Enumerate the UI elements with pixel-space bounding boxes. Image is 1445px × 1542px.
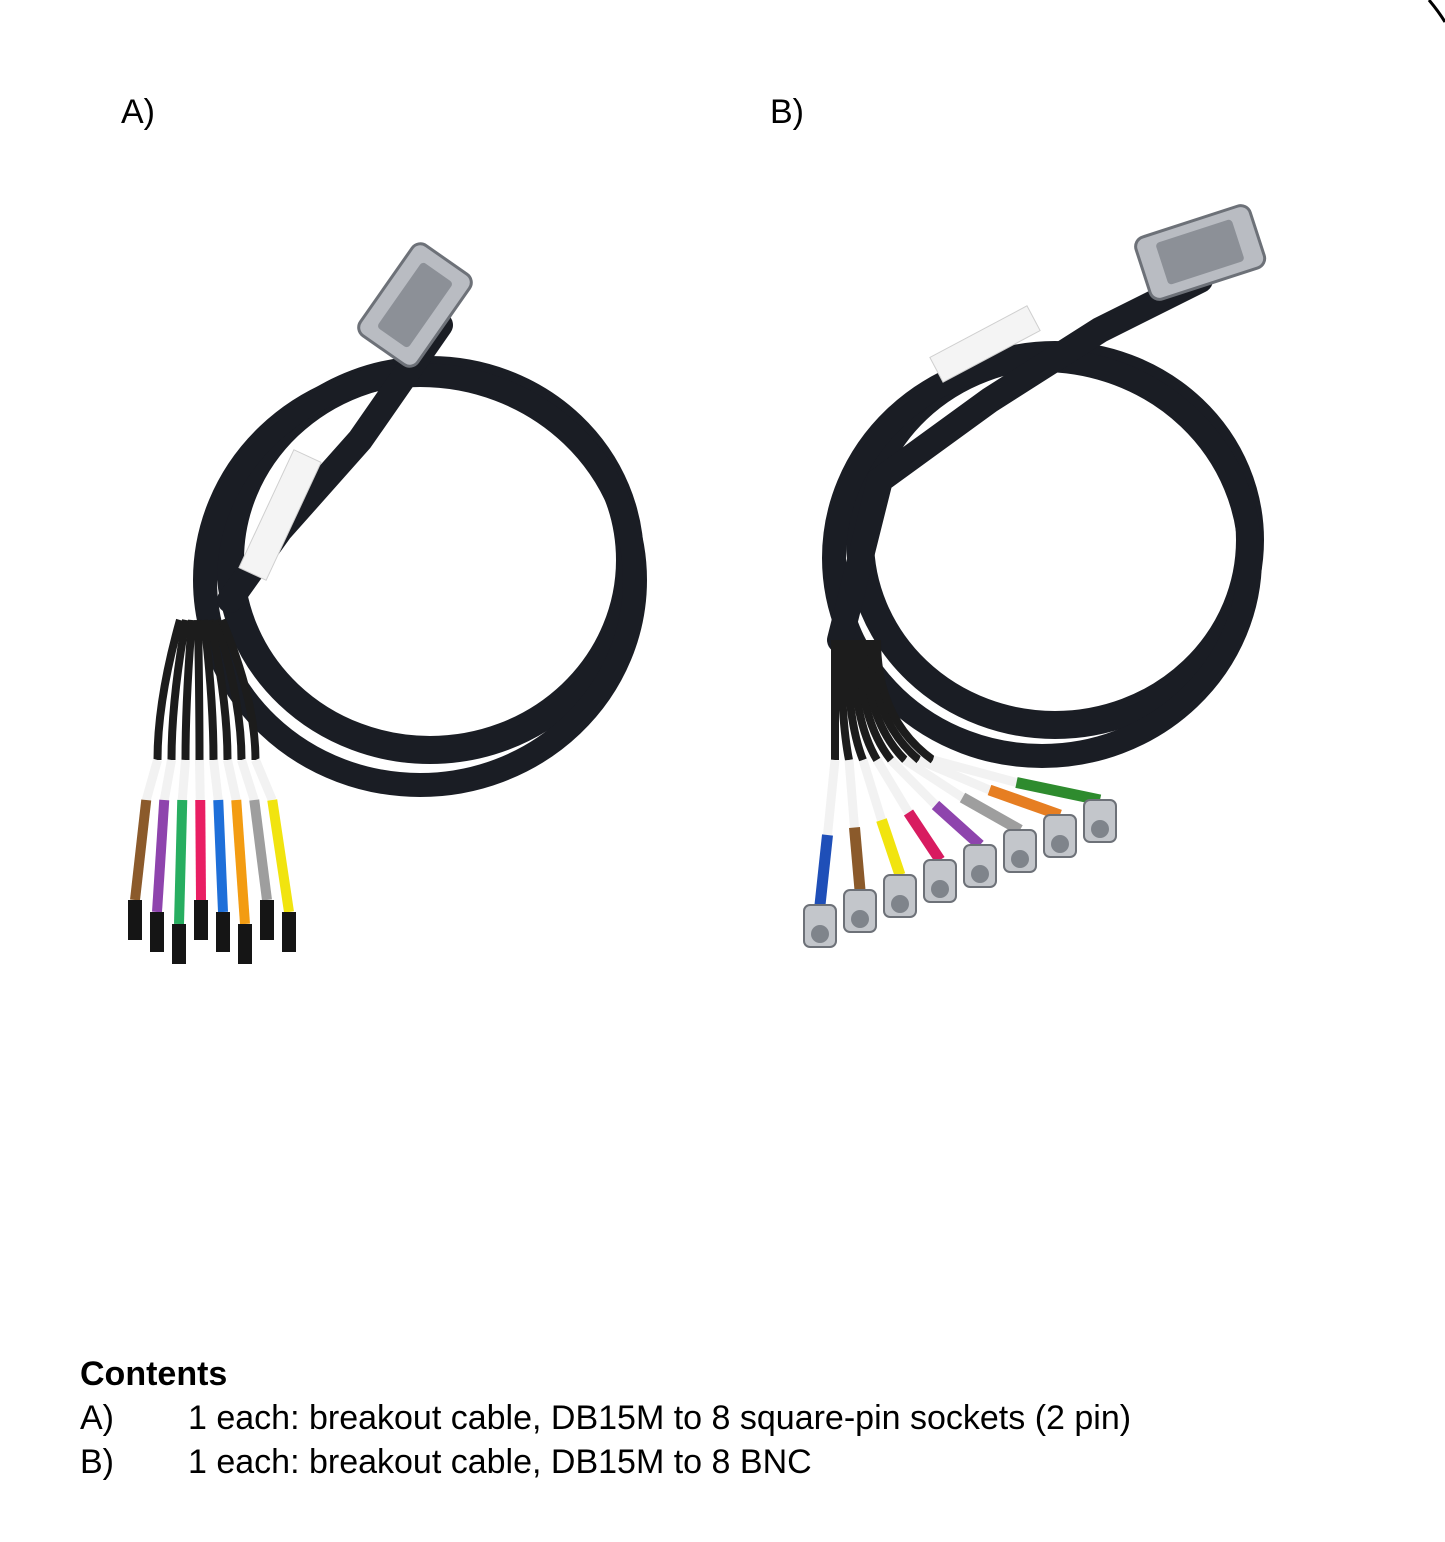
lead-white-sleeve: [177, 759, 190, 801]
lead-colored-sleeve: [814, 834, 833, 906]
lead-black-section: [849, 639, 881, 763]
lead-colored-sleeve: [931, 800, 984, 850]
cable-a-photo: [128, 242, 647, 964]
lead-white-sleeve: [931, 755, 1018, 787]
lead-black-section: [855, 639, 895, 763]
lead-colored-sleeve: [213, 799, 228, 913]
bnc-connector-tip: [931, 880, 949, 898]
lead-white-sleeve: [209, 759, 223, 801]
square-pin-socket: [282, 912, 296, 952]
lead-white-sleeve: [823, 759, 840, 836]
contents-heading: Contents: [80, 1355, 228, 1393]
lead-white-sleeve: [917, 755, 992, 795]
square-pin-socket: [150, 912, 164, 952]
contents-item-key: A): [80, 1399, 114, 1437]
lead-black-section: [861, 639, 908, 763]
lead-colored-sleeve: [130, 799, 152, 901]
cable-b-leads: [803, 639, 1117, 948]
contents-section: Contents A) 1 each: breakout cable, DB15…: [80, 1352, 1131, 1484]
lead-colored-sleeve: [959, 792, 1023, 835]
lead-colored-sleeve: [152, 799, 170, 913]
lead-black-section: [837, 639, 853, 761]
square-pin-socket: [216, 912, 230, 952]
bnc-connector-tip: [1011, 850, 1029, 868]
bnc-connector-tip: [971, 865, 989, 883]
lead-white-sleeve: [237, 758, 259, 802]
contents-item-text: 1 each: breakout cable, DB15M to 8 BNC: [188, 1443, 812, 1481]
lead-colored-sleeve: [249, 799, 272, 901]
lead-black-section: [843, 639, 867, 762]
cable-b-photo: [803, 204, 1267, 948]
cable-a-leads: [128, 618, 296, 964]
lead-colored-sleeve: [231, 799, 250, 925]
square-pin-socket: [172, 924, 186, 964]
lead-white-sleeve: [902, 756, 965, 802]
bnc-connector-tip: [891, 895, 909, 913]
lead-colored-sleeve: [267, 799, 294, 913]
lead-colored-sleeve: [876, 818, 906, 877]
panel-b-label: B): [770, 93, 804, 131]
square-pin-socket: [238, 924, 252, 964]
cable-b-label-sleeve: [929, 305, 1041, 383]
lead-black-section: [206, 619, 232, 761]
bnc-connector-tip: [851, 910, 869, 928]
square-pin-socket: [194, 900, 208, 940]
lead-colored-sleeve: [195, 799, 206, 901]
bnc-connector-tip: [1091, 820, 1109, 838]
corner-arc-decoration: [1427, 0, 1445, 23]
lead-black-section: [194, 619, 204, 761]
lead-black-section: [167, 619, 190, 761]
contents-item-text: 1 each: breakout cable, DB15M to 8 squar…: [188, 1399, 1132, 1437]
bnc-connector-tip: [811, 925, 829, 943]
square-pin-socket: [128, 900, 142, 940]
lead-black-section: [181, 619, 196, 761]
cable-a-label-sleeve: [238, 449, 322, 581]
db15-connector-a: [357, 242, 473, 368]
lead-white-sleeve: [141, 758, 162, 802]
lead-white-sleeve: [844, 759, 859, 828]
contents-item-key: B): [80, 1443, 114, 1481]
square-pin-socket: [260, 900, 274, 940]
lead-colored-sleeve: [987, 784, 1062, 821]
lead-black-section: [212, 618, 246, 761]
cable-b-coil: [822, 267, 1264, 768]
lead-colored-sleeve: [903, 809, 945, 864]
lead-white-sleeve: [873, 757, 913, 815]
lead-white-sleeve: [887, 756, 939, 809]
contents-item: B) 1 each: breakout cable, DB15M to 8 BN…: [80, 1440, 1131, 1484]
lead-black-section: [153, 618, 184, 761]
contents-item: A) 1 each: breakout cable, DB15M to 8 sq…: [80, 1396, 1131, 1440]
lead-white-sleeve: [251, 758, 277, 802]
lead-colored-sleeve: [1015, 777, 1102, 806]
lead-colored-sleeve: [849, 827, 866, 891]
lead-black-section: [218, 618, 260, 761]
lead-colored-sleeve: [174, 799, 188, 925]
lead-white-sleeve: [195, 759, 205, 801]
lead-white-sleeve: [858, 758, 886, 822]
db15-connector-b: [1134, 204, 1267, 301]
lead-black-section: [867, 639, 922, 764]
lead-black-section: [200, 619, 218, 761]
lead-white-sleeve: [159, 759, 176, 801]
bnc-connector-tip: [1051, 835, 1069, 853]
panel-a-label: A): [121, 93, 155, 131]
lead-black-section: [873, 639, 936, 764]
lead-white-sleeve: [223, 759, 241, 801]
